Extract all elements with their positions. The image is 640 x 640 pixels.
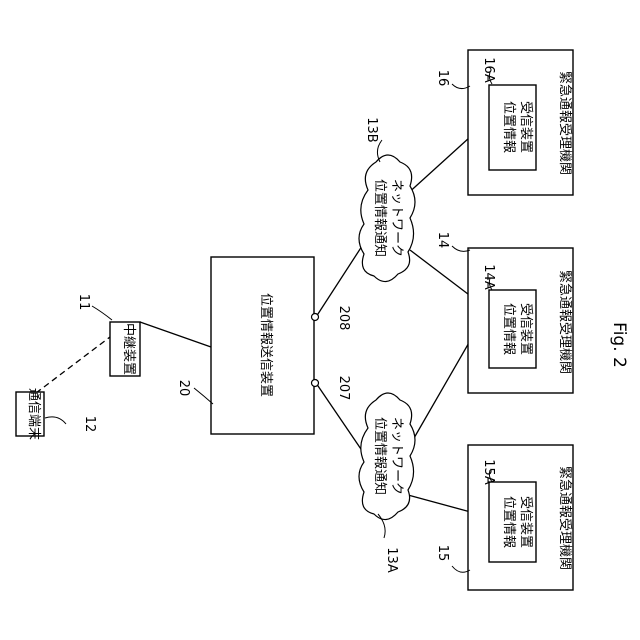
- agency-15-leader: [452, 566, 470, 572]
- agency-14-label: 緊急通報受理機関: [557, 270, 572, 374]
- agency-15-ref: 15: [435, 545, 450, 562]
- network-a-label-top: 位置情報通知: [372, 417, 388, 495]
- location-info-sender: 位置情報送信装置 20 207 208: [176, 257, 351, 434]
- communication-terminal: 通信端末 12: [16, 388, 97, 440]
- receiver-16a-ref: 16A: [481, 57, 496, 83]
- receiver-15a-label-bottom: 受信装置: [518, 496, 533, 548]
- emergency-agency-16: 位置情報 受信装置 緊急通報受理機関 16A 16: [435, 50, 573, 195]
- agency-16-label: 緊急通報受理機関: [557, 71, 572, 175]
- port-a: [312, 380, 319, 387]
- network-b-label-bottom: ネットワーク: [389, 179, 404, 257]
- link-relay-sender: [140, 322, 211, 347]
- port-a-ref: 207: [336, 376, 351, 401]
- agency-14-ref: 14: [435, 232, 450, 249]
- terminal-ref: 12: [82, 416, 97, 433]
- receiver-15a-label-top: 位置情報: [501, 496, 516, 548]
- receiver-14a-label-top: 位置情報: [501, 303, 516, 355]
- port-b: [312, 314, 319, 321]
- relay-device: 中継装置 11: [76, 294, 140, 376]
- location-info-sender-label: 位置情報送信装置: [258, 293, 273, 397]
- receiver-16a-label-bottom: 受信装置: [518, 101, 533, 153]
- location-notification-network-b: 位置情報通知 ネットワーク 13B: [359, 117, 415, 281]
- emergency-agency-15: 位置情報 受信装置 緊急通報受理機関 15A 15: [435, 445, 573, 590]
- relay-leader: [92, 306, 112, 320]
- agency-16-ref: 16: [435, 70, 450, 87]
- sender-ref: 20: [176, 380, 191, 397]
- receiver-16a-label-top: 位置情報: [501, 101, 516, 153]
- agency-14-leader: [452, 246, 470, 251]
- network-b-ref: 13B: [364, 117, 379, 142]
- port-b-ref: 208: [336, 306, 351, 331]
- relay-ref: 11: [76, 294, 91, 311]
- relay-device-label: 中継装置: [121, 323, 136, 375]
- network-b-label-top: 位置情報通知: [372, 179, 388, 257]
- figure-label: Fig. 2: [609, 322, 629, 368]
- emergency-agency-14: 位置情報 受信装置 緊急通報受理機関 14A 14: [435, 232, 573, 393]
- network-a-ref: 13A: [384, 547, 399, 573]
- terminal-leader: [45, 417, 66, 424]
- receiver-14a-ref: 14A: [481, 264, 496, 290]
- communication-terminal-label: 通信端末: [26, 388, 41, 440]
- network-a-label-bottom: ネットワーク: [389, 417, 404, 495]
- sender-leader: [194, 388, 213, 404]
- wireless-link: [36, 337, 110, 393]
- agency-15-label: 緊急通報受理機関: [557, 466, 572, 570]
- receiver-14a-label-bottom: 受信装置: [518, 303, 533, 355]
- agency-16-leader: [452, 84, 470, 89]
- receiver-15a-ref: 15A: [481, 459, 496, 485]
- location-notification-network-a: 位置情報通知 ネットワーク 13A: [359, 393, 415, 573]
